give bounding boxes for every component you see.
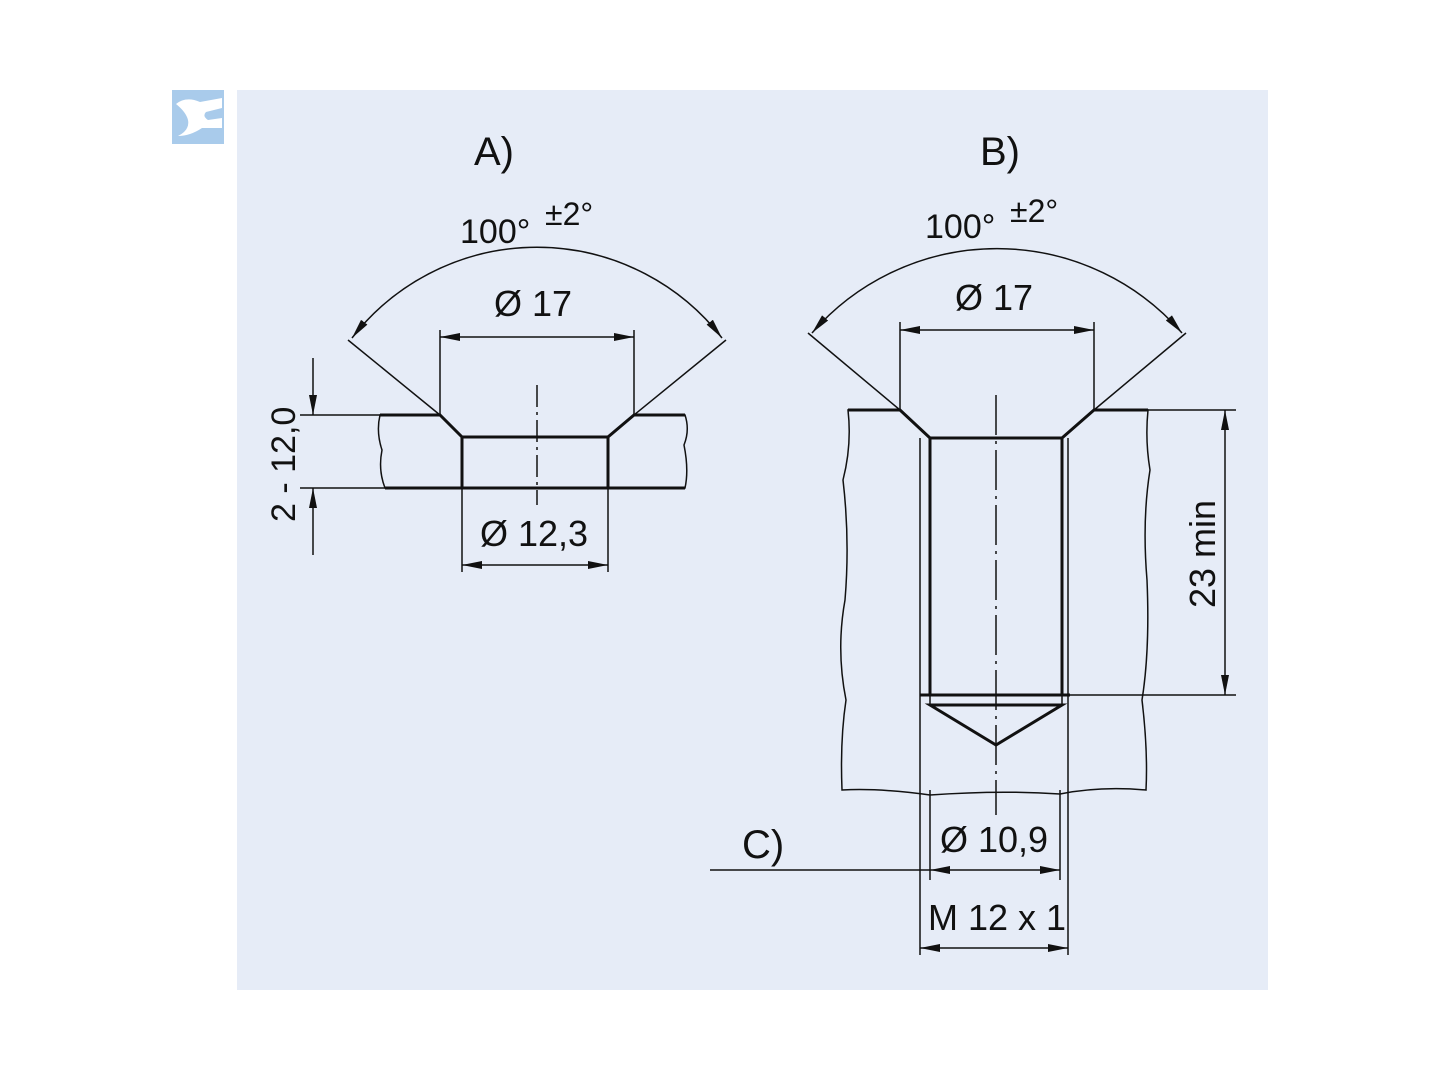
hatch-block-b [839,409,1151,796]
detail-a: A) 100° ±2° Ø 17 Ø 12,3 2 - 12,0 [265,130,727,572]
hatch-right-a [607,414,688,489]
detail-b-angle: 100° [925,208,995,246]
drawing-panel [237,90,1268,990]
detail-b-depth: 23 min [1182,500,1223,608]
detail-b-core-diameter: Ø 10,9 [940,819,1048,860]
detail-a-countersink-diameter: Ø 17 [494,283,572,324]
detail-c-label: C) [742,823,784,867]
detail-b-thread: M 12 x 1 [928,897,1066,938]
wrench-icon [176,98,222,136]
wrench-logo [172,90,224,144]
detail-b-angle-tolerance: ±2° [1010,193,1058,229]
detail-b: B) 100° ±2° Ø 17 23 min Ø 10,9 M 12 x 1 … [710,130,1236,955]
detail-a-bore-diameter: Ø 12,3 [480,513,588,554]
detail-b-label: B) [980,130,1020,174]
detail-a-label: A) [474,130,514,174]
detail-b-countersink-diameter: Ø 17 [955,277,1033,318]
detail-a-angle-tolerance: ±2° [545,196,593,232]
detail-a-angle: 100° [460,213,530,251]
detail-a-thickness-range: 2 - 12,0 [265,407,303,522]
